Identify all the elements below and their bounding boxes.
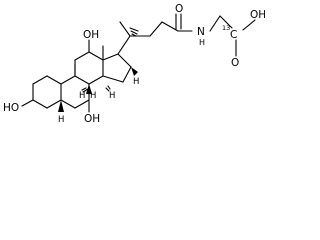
carbonyl-oxygen-label: O [175, 3, 183, 15]
stereo-bonds [58, 27, 139, 112]
atom-labels: O N H 13 C OH O OH HO OH H H H H H [3, 3, 265, 125]
amide-nitrogen-label: N [197, 26, 205, 38]
ring-hydrogen-9-label: H [79, 91, 85, 101]
amide-hydrogen-label: H [199, 38, 205, 47]
chemical-structure-diagram: O N H 13 C OH O OH HO OH H H H H H [3, 3, 265, 125]
ring-hydrogen-17-label: H [133, 77, 139, 87]
hydroxyl-7-label: OH [84, 113, 100, 125]
carboxyl-oh-label: OH [250, 9, 265, 21]
ring-hydrogen-8-label: H [90, 91, 96, 101]
ring-hydrogen-14-label: H [109, 91, 115, 101]
isotope-carbon-label: C [230, 29, 237, 41]
hydroxyl-12-label: OH [83, 29, 99, 41]
hydroxyl-3-label: HO [3, 102, 19, 114]
bond-skeleton [21, 13, 256, 113]
ring-hydrogen-5-label: H [58, 115, 64, 125]
isotope-mass-label: 13 [222, 24, 230, 32]
carboxyl-oxygen-label: O [231, 57, 239, 69]
